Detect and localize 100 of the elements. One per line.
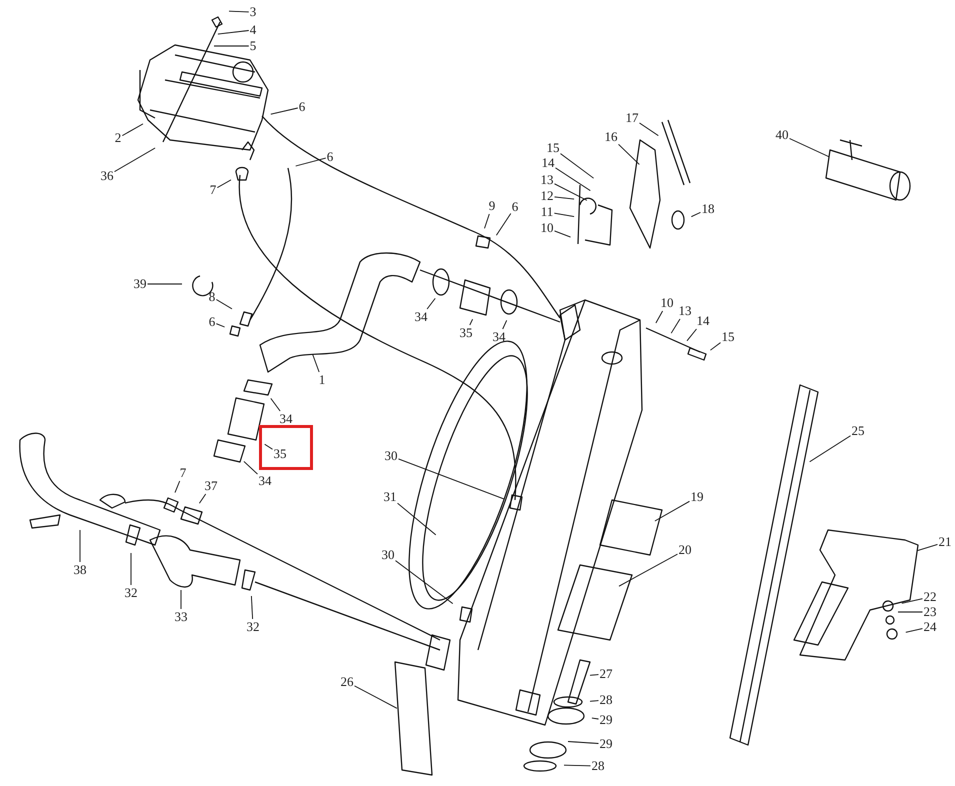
leader-line [901,598,923,604]
callout-number: 4 [250,23,256,37]
leader-line [590,700,599,702]
callout-number: 27 [600,667,612,681]
leader-line [690,212,701,218]
callout-number: 34 [258,474,272,488]
leader-line [496,213,512,236]
leader-line [354,685,398,709]
callout-number: 40 [776,128,788,142]
leader-line [789,138,830,158]
callout-number: 26 [340,675,354,689]
callout-number: 31 [384,490,396,504]
callout-number: 6 [298,100,306,114]
callout-number: 29 [600,737,612,751]
callout-number: 7 [180,466,186,480]
callout-number: 10 [540,221,554,235]
callout-number: 14 [542,156,554,170]
callout-number: 37 [204,479,218,493]
callout-number: 22 [924,590,936,604]
leader-line [917,544,938,552]
callout-number: 11 [540,205,554,219]
callout-number: 1 [318,373,326,387]
leader-line [484,214,490,229]
leader-line [560,153,594,179]
callout-number: 35 [460,326,472,340]
callout-number: 38 [74,563,86,577]
callout-number: 34 [492,330,506,344]
leader-line [216,179,232,188]
leader-line [469,318,474,326]
leader-line [809,435,851,462]
callout-number: 3 [250,5,256,19]
leader-line [564,764,591,766]
callout-number: 14 [696,314,710,328]
callout-number: 16 [604,130,618,144]
leader-line [639,122,659,136]
leader-line [122,123,144,136]
callout-number: 23 [924,605,936,619]
callout-number: 7 [210,183,216,197]
callout-number: 21 [938,535,952,549]
leader-line [554,183,588,201]
callout-number: 30 [384,449,398,463]
callout-number: 28 [600,693,612,707]
callout-number: 15 [722,330,734,344]
callout-number: 9 [488,199,496,213]
callout-number: 2 [114,131,122,145]
callout-number: 6 [208,315,216,329]
callout-number: 24 [924,620,936,634]
leader-line [130,552,132,586]
callout-number: 13 [678,304,692,318]
callout-number: 15 [546,141,560,155]
leader-line [217,30,250,35]
leader-line [270,398,281,412]
callout-number: 32 [246,620,260,634]
leader-line [180,590,182,610]
leader-line [655,310,664,324]
leader-line [554,212,575,218]
leader-line [398,458,505,500]
callout-number: 36 [100,169,114,183]
callout-number: 6 [326,150,334,164]
callout-number: 5 [250,39,256,53]
leader-line [555,167,591,192]
leader-line [114,148,156,172]
leader-line [397,502,436,536]
callout-number: 34 [414,310,428,324]
leader-line [243,460,258,475]
callout-number: 8 [208,290,216,304]
callout-number: 12 [540,189,554,203]
leader-line [502,320,508,330]
callout-number: 10 [660,296,674,310]
leader-line [591,718,599,720]
callout-number: 30 [382,548,394,562]
callout-number: 33 [174,610,188,624]
leader-line [590,674,599,676]
leader-line [312,354,320,372]
leader-line [618,554,678,587]
leader-line [426,298,436,310]
callout-number: 20 [678,543,692,557]
leader-line [198,494,206,504]
leader-line [554,196,575,200]
leader-line [250,596,254,620]
leader-line [395,560,454,604]
leader-line [568,741,599,744]
leader-line [228,10,250,12]
leader-line [686,328,697,342]
leader-line [654,500,690,522]
callout-number: 32 [124,586,138,600]
leader-line [618,144,640,165]
leader-line [216,299,232,310]
callout-number: 35 [274,447,286,461]
leader-line [905,628,923,633]
leader-line [216,323,226,328]
callout-number: 19 [690,490,704,504]
callout-number: 18 [702,202,714,216]
leader-line [295,158,326,166]
leader-line [670,318,680,334]
leader-line [174,480,180,494]
callout-number: 13 [540,173,554,187]
callout-number: 39 [134,277,146,291]
callout-number: 28 [592,759,604,773]
leader-line [264,444,273,450]
